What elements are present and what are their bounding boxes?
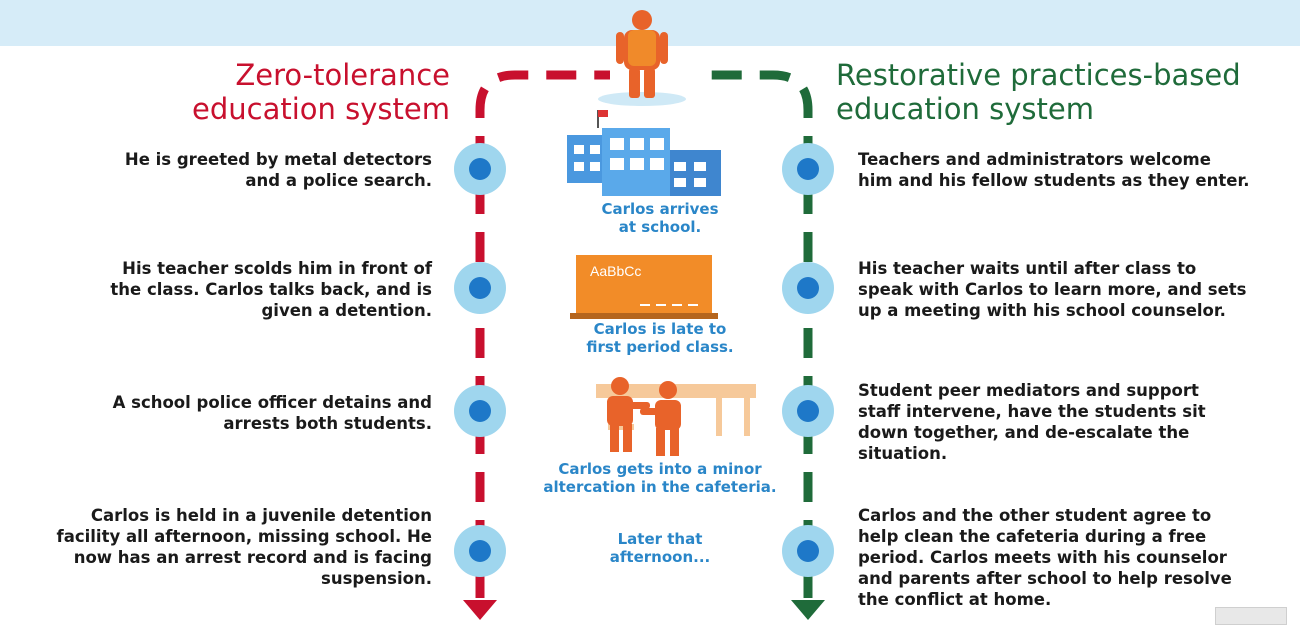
timeline-dot-center (469, 158, 491, 180)
timeline-dot-center (469, 540, 491, 562)
timeline-dot-left-4 (454, 525, 506, 577)
timeline-dot-left-1 (454, 143, 506, 195)
timeline-dot-left-3 (454, 385, 506, 437)
timeline-dot-center (797, 400, 819, 422)
scenario-caption-1: Carlos arrives at school. (601, 200, 719, 236)
restorative-title: Restorative practices-based education sy… (836, 58, 1241, 126)
timeline-dot-right-1 (782, 143, 834, 195)
restorative-step-1: Teachers and administrators welcome him … (858, 150, 1250, 190)
zero-tolerance-step-1: He is greeted by metal detectors and a p… (124, 150, 432, 190)
restorative-step-3: Student peer mediators and support staff… (858, 381, 1206, 463)
altercation-icon (596, 377, 756, 456)
zero-tolerance-step-2: His teacher scolds him in front of the c… (110, 259, 432, 320)
zero-tolerance-arrow (463, 600, 497, 620)
timeline-dot-right-4 (782, 525, 834, 577)
scenario-caption-3: Carlos gets into a minor altercation in … (543, 460, 777, 496)
timeline-dot-left-2 (454, 262, 506, 314)
student-icon (598, 10, 686, 106)
corner-thumbnail (1215, 607, 1287, 625)
scenario-caption-4: Later that afternoon... (609, 530, 711, 566)
timeline-dot-center (797, 158, 819, 180)
chalkboard-text: AaBbCc (590, 263, 641, 279)
scenario-caption-2: Carlos is late to first period class. (586, 320, 734, 356)
restorative-step-4: Carlos and the other student agree to he… (858, 506, 1232, 609)
zero-tolerance-title: Zero-tolerance education system (192, 58, 450, 126)
timeline-dot-center (469, 400, 491, 422)
timeline-dot-center (797, 277, 819, 299)
restorative-path (700, 70, 813, 598)
timeline-dot-right-2 (782, 262, 834, 314)
school-building-icon (567, 110, 721, 196)
zero-tolerance-step-3: A school police officer detains and arre… (112, 393, 432, 433)
timeline-dot-center (469, 277, 491, 299)
zero-tolerance-step-4: Carlos is held in a juvenile detention f… (56, 506, 432, 588)
restorative-step-2: His teacher waits until after class to s… (858, 259, 1247, 320)
restorative-arrow (791, 600, 825, 620)
timeline-dot-right-3 (782, 385, 834, 437)
zero-tolerance-path (475, 70, 610, 598)
timeline-dot-center (797, 540, 819, 562)
chalkboard-icon: AaBbCc (570, 255, 718, 319)
